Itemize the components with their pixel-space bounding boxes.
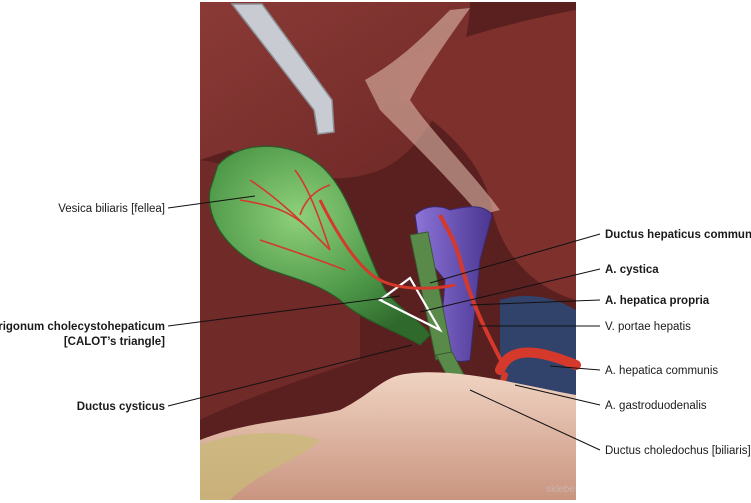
gallbladder-arteries: [239, 169, 346, 271]
a-cystica-vessel: [318, 199, 456, 290]
leader-lines: [167, 195, 601, 451]
label-a-hepatica-communis: A. hepatica communis: [605, 365, 718, 377]
label-a-gastroduodenalis: A. gastroduodenalis: [605, 400, 707, 412]
illustration-panel: sklebe: [200, 2, 581, 500]
label-a-cystica: A. cystica: [605, 264, 659, 276]
label-ductus-cysticus: Ductus cysticus: [77, 401, 165, 413]
label-a-hepatica-propria: A. hepatica propria: [605, 295, 710, 307]
artist-signature: sklebe: [546, 484, 575, 495]
retractor-instrument: [230, 3, 335, 135]
omental-fat: [200, 433, 320, 500]
duodenum: [200, 372, 576, 500]
label-vesica-biliaris: Vesica biliaris [fellea]: [58, 203, 165, 215]
a-hepatica-propria-vessel: [438, 214, 507, 369]
label-v-portae-hepatis: V. portae hepatis: [605, 321, 691, 333]
label-ductus-hepaticus-communis: Ductus hepaticus communis: [605, 229, 751, 241]
label-trigonum-line2: [CALOT’s triangle]: [64, 336, 165, 348]
ligament-fold: [365, 8, 500, 215]
label-trigonum-line1: Trigonum cholecystohepaticum: [0, 321, 165, 333]
liver-right-lobe: [400, 10, 576, 300]
gallbladder: [208, 145, 431, 346]
label-ductus-choledochus: Ductus choledochus [biliaris]: [605, 445, 751, 457]
calot-triangle-outline: [377, 276, 443, 333]
